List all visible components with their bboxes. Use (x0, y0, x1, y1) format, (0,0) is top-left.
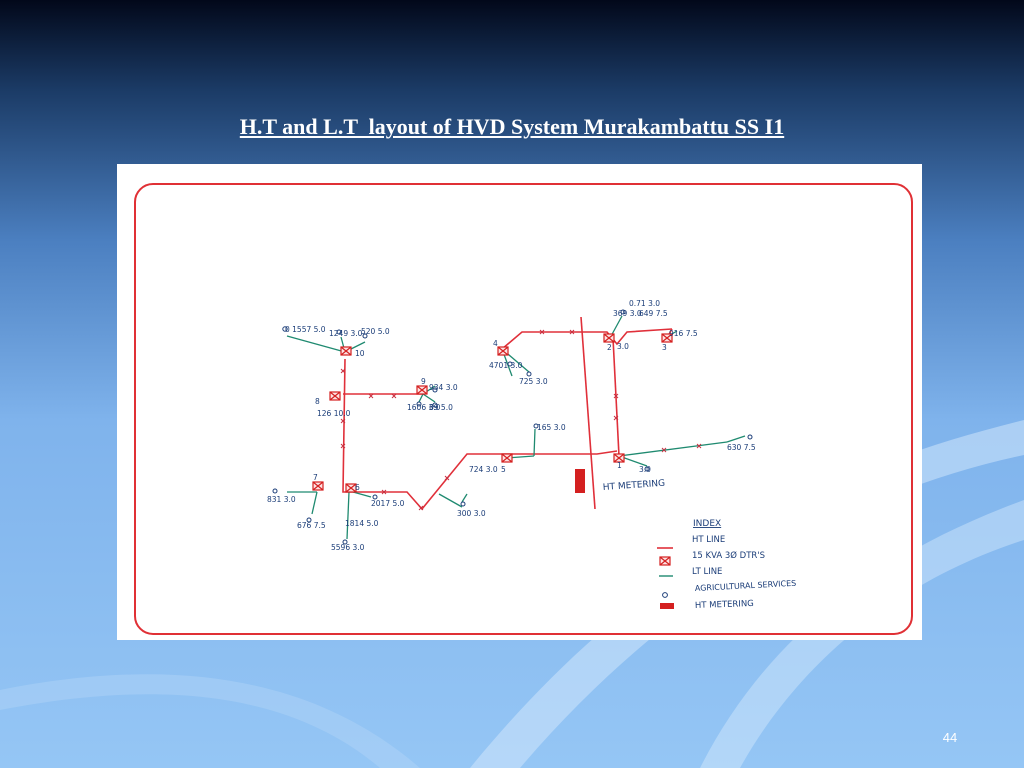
label-n4-b: 725 3.0 (519, 377, 548, 386)
slide-number: 44 (942, 730, 958, 745)
transformer-3 (661, 333, 673, 343)
legend-metering-swatch (660, 603, 674, 609)
label-n4: 4 (493, 339, 498, 348)
label-n4-a: 4701 3.0 (489, 361, 523, 370)
label-n5-a: 724 3.0 (469, 465, 498, 474)
legend-item-agri: AGRICULTURAL SERVICES (695, 579, 797, 593)
service-circles (272, 309, 753, 545)
transformer-1 (613, 453, 625, 463)
legend-item-ht-line: HT LINE (692, 535, 725, 545)
legend-item-dtr: 15 KVA 3Ø DTR'S (692, 550, 765, 561)
slide-title: H.T and L.T layout of HVD System Murakam… (239, 114, 785, 139)
legend-item-ht-metering: HT METERING (695, 599, 754, 611)
transformer-2 (603, 333, 615, 343)
label-n6-b: 5596 3.0 (331, 543, 365, 552)
label-n7-a: 831 3.0 (267, 495, 296, 504)
label-n10-b: 520 5.0 (361, 327, 390, 336)
label-n1-a: 3.0 (639, 465, 651, 474)
transformer-5 (501, 453, 513, 463)
label-n9-a: 934 3.0 (429, 383, 458, 392)
label-n5-b: 165 3.0 (537, 423, 566, 432)
label-n10-a: 1249 3.0 (329, 329, 363, 338)
legend: INDEX HT LINE 15 KVA 3Ø DTR'S LT LINE AG… (657, 519, 796, 611)
layout-diagram: 0 1557 5.0 1249 3.0 520 5.0 10 9 934 3.0… (117, 164, 922, 640)
ht-metering-block (575, 469, 585, 493)
label-n5: 5 (501, 465, 506, 474)
label-lt-left: 0 1557 5.0 (285, 325, 326, 334)
label-n9-b: 1606 3.0 (407, 403, 441, 412)
transformer-7 (312, 481, 324, 491)
line-ticks (340, 329, 702, 511)
label-n6-c: 2017 5.0 (371, 499, 405, 508)
label-n1: 1 (617, 461, 622, 470)
label-n2-a: 369 3.0 (613, 309, 642, 318)
transformer-9 (416, 385, 428, 395)
label-n6: 6 (355, 483, 360, 492)
label-n9: 9 (421, 377, 426, 386)
transformer-6 (345, 483, 357, 493)
ht-metering-label: HT METERING (603, 479, 666, 493)
label-n3-b: 916 7.5 (669, 329, 698, 338)
label-n7-b: 676 7.5 (297, 521, 326, 530)
diagram-canvas: 0 1557 5.0 1249 3.0 520 5.0 10 9 934 3.0… (134, 183, 913, 635)
label-n1-b: 630 7.5 (727, 443, 756, 452)
legend-service-swatch (662, 592, 668, 598)
diagram-frame (134, 183, 913, 635)
legend-heading: INDEX (693, 519, 721, 529)
label-n10: 10 (355, 349, 365, 358)
transformer-4 (497, 346, 509, 356)
label-n2: 2 (607, 343, 612, 352)
label-n2-c: 0.71 3.0 (629, 299, 660, 308)
label-n2-b: 3.0 (617, 342, 629, 351)
transformer-8 (329, 391, 341, 401)
legend-item-lt-line: LT LINE (692, 567, 722, 577)
label-n5-c: 300 3.0 (457, 509, 486, 518)
label-n8-a: 126 10.0 (317, 409, 351, 418)
legend-dtr-swatch (659, 556, 671, 566)
label-n9-c: 69 5.0 (429, 403, 453, 412)
label-n7: 7 (313, 473, 318, 482)
label-n8: 8 (315, 397, 320, 406)
transformer-10 (340, 346, 352, 356)
label-n3: 3 (662, 343, 667, 352)
label-n6-a: 1814 5.0 (345, 519, 379, 528)
label-n3-a: 649 7.5 (639, 309, 668, 318)
transformer-symbols (312, 333, 673, 493)
